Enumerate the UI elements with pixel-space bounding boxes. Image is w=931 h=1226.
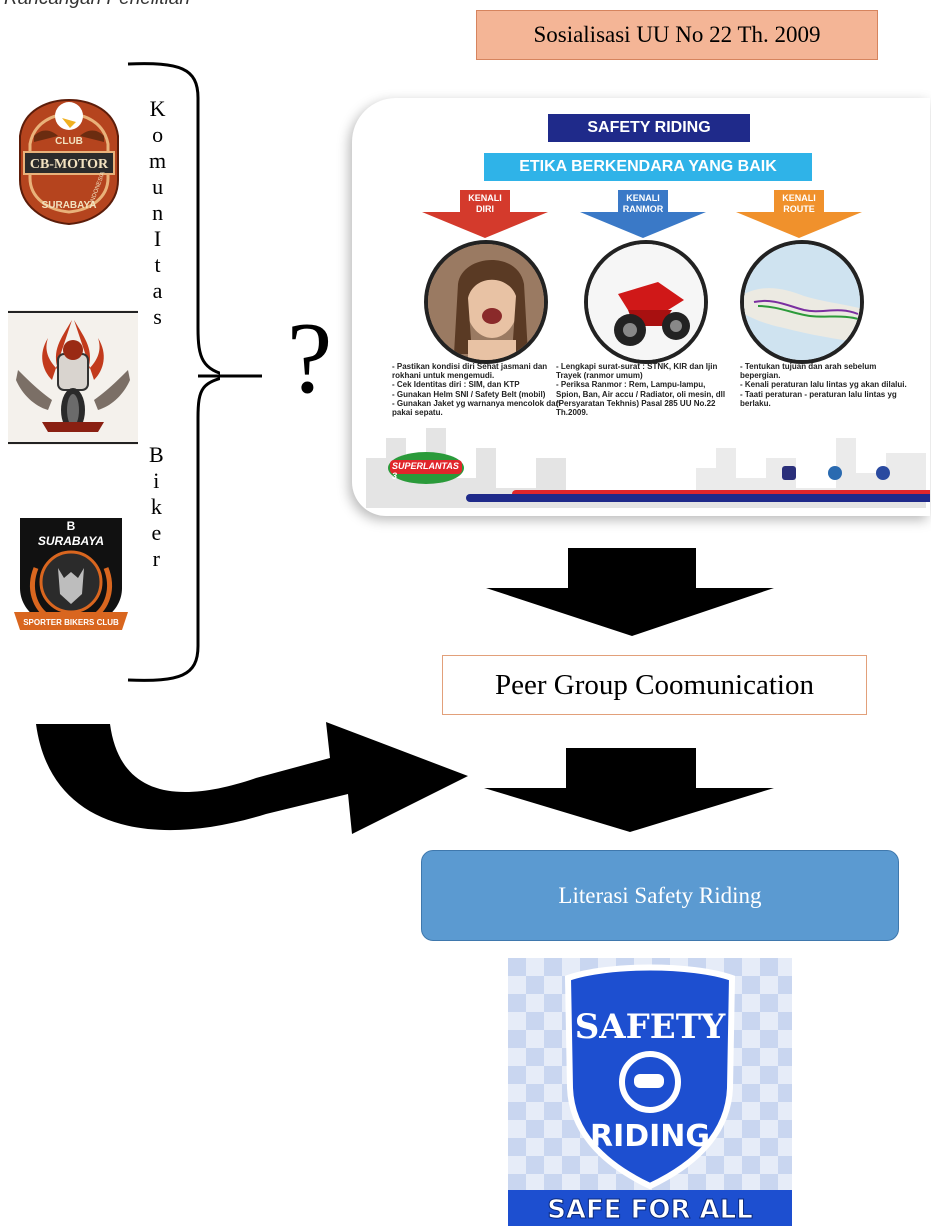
letter: i [153,468,160,493]
vertical-word-komunitas: K o m u n I t a s [149,96,166,330]
org-logo [828,466,842,480]
letter: o [152,122,164,147]
letter: t [154,252,161,277]
column-diri-text: - Pastikan kondisi diri Sehat jasmani da… [392,362,578,417]
map-photo-circle [740,240,864,364]
column-route-text: - Tentukan tujuan dan arah sebelum beper… [740,362,916,408]
item-text: Lengkapi surat-surat : STNK, KIR dan Iji… [556,362,718,381]
down-arrow-2 [484,748,774,832]
down-arrow-1 [486,548,774,636]
cb-motor-logo: CB-MOTOR CLUB SURABAYA INDONESIA [19,98,119,226]
kenali-label: KENALI [782,193,816,203]
sbc-letter: B [67,519,76,533]
badge-text: SUPERLANTAS 3 [392,461,459,481]
kenali-sub-label: ROUTE [783,204,815,214]
letter: s [153,304,162,329]
safety-logo-line2: RIDING [590,1119,710,1154]
list-item: - Pastikan kondisi diri Sehat jasmani da… [392,362,548,381]
item-text: Taati peraturan - peraturan lalu lintas … [740,389,897,408]
list-item: - Cek Identitas diri : SIM, dan KTP [392,380,520,390]
city-silhouette [366,428,926,508]
sosialisasi-label: Sosialisasi UU No 22 Th. 2009 [533,22,821,47]
page-caption: Rancangan Penelitian [4,0,190,10]
letter: k [150,494,162,519]
list-item: - Gunakan Jaket yg warnanya mencolok dan… [392,398,561,418]
literasi-box: Literasi Safety Riding [421,850,899,941]
safety-logo-banner: SAFE FOR ALL [547,1195,753,1225]
cb-motor-text: CB-MOTOR [30,157,109,172]
letter: m [149,148,167,173]
letter: n [152,200,164,225]
cb-motor-club-text: CLUB [55,136,83,147]
vertical-word-biker: B i k e r [149,442,164,572]
list-item: - Kenali peraturan lalu lintas yg akan d… [740,380,907,390]
list-item: - Taati peraturan - peraturan lalu linta… [740,389,897,408]
safety-riding-slide: SAFETY RIDING ETIKA BERKENDARA YANG BAIK… [352,98,930,516]
letter: r [152,546,160,571]
slide-title: SAFETY RIDING [548,114,750,142]
letter: e [151,520,162,545]
item-text: Gunakan Jaket yg warnanya mencolok dan p… [392,398,561,418]
question-mark: ? [287,302,333,415]
curved-feedback-arrow [36,722,468,834]
letter: u [152,174,164,199]
list-item: - Periksa Ranmor : Rem, Lampu-lampu, Spi… [556,380,726,418]
item-text: Gunakan Helm SNI / Safety Belt (mobil) [396,389,546,399]
kenali-sub-label: RANMOR [622,204,664,214]
surabaya-sbc-logo: B SURABAYA SPORTER BIKERS CLUB [14,518,128,630]
kenali-label: KENALI [626,193,660,203]
slide-subtitle: ETIKA BERKENDARA YANG BAIK [484,153,812,181]
cb-motor-city-text: SURABAYA [42,200,97,211]
city-logo [876,466,890,480]
column-ranmor-text: - Lengkapi surat-surat : STNK, KIR dan I… [556,362,728,417]
sosialisasi-box: Sosialisasi UU No 22 Th. 2009 [476,10,878,60]
letter: B [149,442,164,467]
biker-club-logo [8,310,138,445]
kenali-sub-label: DIRI [476,204,494,214]
peer-group-label: Peer Group Coomunication [495,668,814,701]
item-text: Kenali peraturan lalu lintas yg akan dil… [744,380,907,390]
kenali-label: KENALI [468,193,502,203]
literasi-label: Literasi Safety Riding [558,882,762,908]
peer-group-box: Peer Group Coomunication [442,655,867,715]
item-text: Cek Identitas diri : SIM, dan KTP [396,380,520,390]
item-text: Tentukan tujuan dan arah sebelum bepergi… [740,362,877,381]
sbc-bottom-text: SPORTER BIKERS CLUB [23,618,119,627]
superlantas-badge: SUPERLANTAS 3 [386,446,466,486]
letter: K [149,96,166,121]
letter: I [153,226,162,251]
list-item: - Tentukan tujuan dan arah sebelum beper… [740,362,877,381]
brace-tip [200,374,262,378]
list-item: - Gunakan Helm SNI / Safety Belt (mobil) [392,389,546,399]
item-text: Periksa Ranmor : Rem, Lampu-lampu, Spion… [556,380,726,418]
slide-bottom-red-stripe [512,490,930,494]
safety-logo-line1: SAFETY [575,1007,726,1047]
motorcycle-photo-circle [584,240,708,364]
sbc-name: SURABAYA [38,534,104,548]
list-item: - Lengkapi surat-surat : STNK, KIR dan I… [556,362,718,381]
slide-bottom-stripe [466,494,930,502]
police-logo [782,466,796,480]
item-text: Pastikan kondisi diri Sehat jasmani dan … [392,362,548,381]
woman-photo-circle [424,240,548,364]
letter: a [152,278,163,303]
safety-riding-logo: SAFETY RIDING SAFE FOR ALL [508,958,792,1226]
